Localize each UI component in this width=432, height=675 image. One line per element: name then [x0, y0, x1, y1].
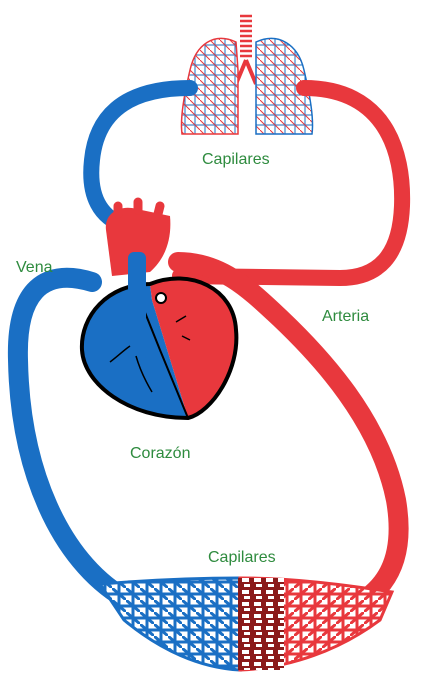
label-capillaries-bottom: Capilares: [208, 549, 276, 566]
heart: [82, 202, 236, 418]
superior-vena-cava-tube: [128, 252, 146, 362]
label-artery: Arteria: [322, 308, 369, 325]
capillary-bed-blue: [100, 578, 240, 670]
capillary-bed-center: [238, 578, 284, 670]
lungs: [181, 14, 312, 134]
label-heart: Corazón: [130, 445, 190, 462]
trachea: [236, 14, 256, 84]
label-vein: Vena: [16, 259, 53, 276]
heart-valve: [156, 293, 166, 303]
systemic-capillary-bed: [100, 578, 392, 670]
label-capillaries-top: Capilares: [202, 151, 270, 168]
